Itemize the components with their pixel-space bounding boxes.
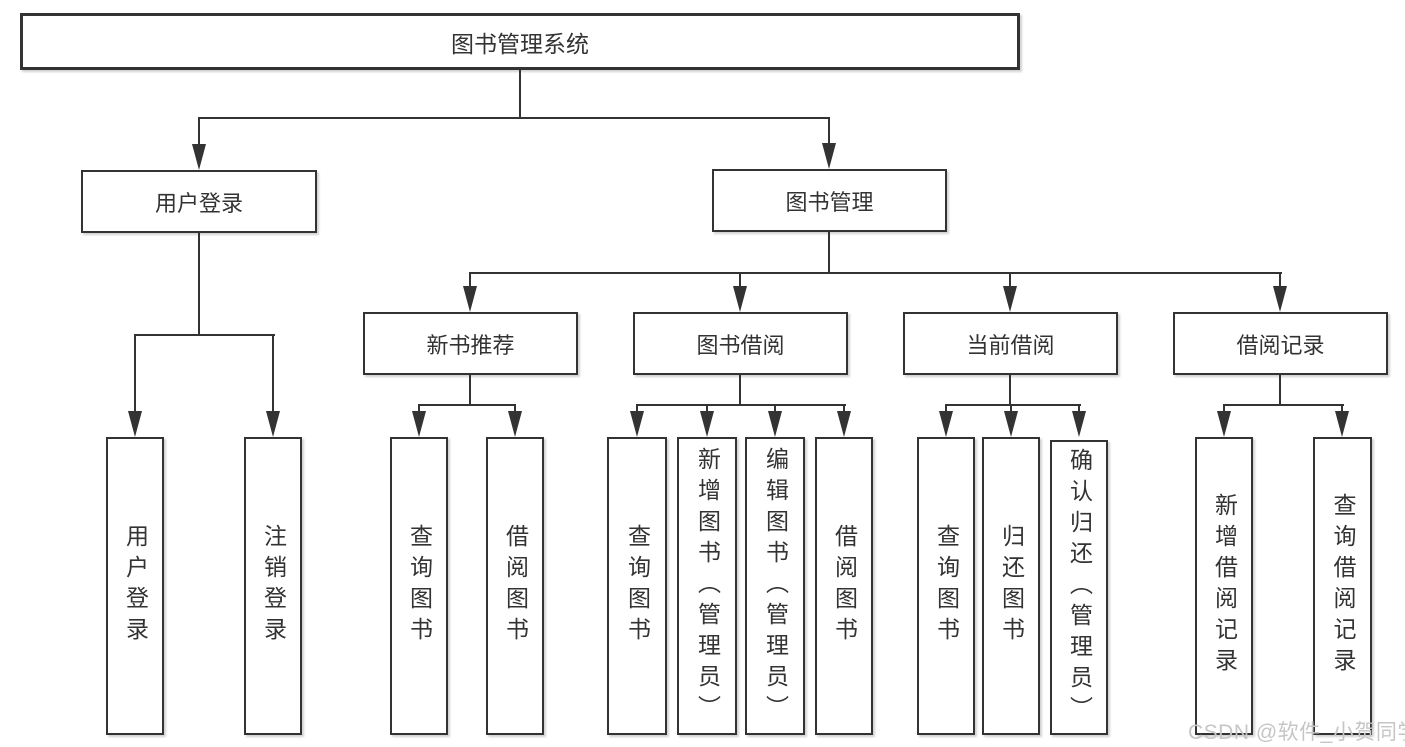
arrow-head <box>192 144 206 170</box>
arrow-head <box>1273 286 1287 312</box>
leaf-edit-books-admin: 编辑图书（管理员） <box>745 437 805 735</box>
arrow-head <box>630 411 644 437</box>
leaf-return-books: 归还图书 <box>982 437 1040 735</box>
connector-h-line <box>1223 404 1344 406</box>
node-book-management: 图书管理 <box>712 169 947 232</box>
leaf-query-books-newbooks: 查询图书 <box>390 437 448 735</box>
connector-v-line <box>134 334 136 412</box>
arrow-head <box>1072 411 1086 437</box>
arrow-head <box>822 143 836 169</box>
connector-h-line <box>945 404 1081 406</box>
connector-v-line <box>843 404 845 413</box>
arrow-head <box>266 411 280 437</box>
connector-v-line <box>1341 404 1343 413</box>
connector-v-line <box>519 70 521 118</box>
connector-v-line <box>1009 272 1011 288</box>
connector-v-line <box>418 404 420 413</box>
connector-v-line <box>1009 375 1011 406</box>
leaf-user-login: 用户登录 <box>106 437 164 735</box>
leaf-borrow-books-newbooks: 借阅图书 <box>486 437 544 735</box>
leaf-query-books-current: 查询图书 <box>917 437 975 735</box>
connector-v-line <box>828 232 830 274</box>
connector-v-line <box>739 272 741 288</box>
leaf-logout-login: 注销登录 <box>244 437 302 735</box>
node-library-management-system: 图书管理系统 <box>20 13 1020 70</box>
connector-v-line <box>1279 272 1281 288</box>
connector-v-line <box>514 404 516 413</box>
connector-h-line <box>418 404 516 406</box>
node-book-borrowing: 图书借阅 <box>633 312 848 375</box>
leaf-confirm-return-admin: 确认归还（管理员） <box>1050 440 1108 735</box>
leaf-query-books-borrowing: 查询图书 <box>607 437 667 735</box>
node-current-borrowing: 当前借阅 <box>903 312 1118 375</box>
node-borrowing-records: 借阅记录 <box>1173 312 1388 375</box>
connector-h-line <box>636 404 846 406</box>
node-new-book-recommend: 新书推荐 <box>363 312 578 375</box>
connector-v-line <box>706 404 708 413</box>
leaf-query-borrow-record: 查询借阅记录 <box>1313 437 1372 735</box>
connector-h-line <box>469 272 1282 274</box>
arrow-head <box>412 411 426 437</box>
arrow-head <box>939 411 953 437</box>
connector-v-line <box>469 272 471 288</box>
connector-v-line <box>636 404 638 413</box>
arrow-head <box>508 411 522 437</box>
node-user-login: 用户登录 <box>81 170 317 233</box>
connector-v-line <box>272 334 274 412</box>
arrow-head <box>700 411 714 437</box>
arrow-head <box>1335 411 1349 437</box>
arrow-head <box>128 411 142 437</box>
arrow-head <box>733 286 747 312</box>
connector-v-line <box>1010 404 1012 413</box>
arrow-head <box>1003 286 1017 312</box>
connector-v-line <box>469 375 471 406</box>
arrow-head <box>1217 411 1231 437</box>
connector-v-line <box>828 117 830 145</box>
connector-v-line <box>1078 404 1080 413</box>
arrow-head <box>837 411 851 437</box>
connector-v-line <box>774 404 776 413</box>
arrow-head <box>1004 411 1018 437</box>
connector-v-line <box>739 375 741 406</box>
connector-v-line <box>1279 375 1281 406</box>
leaf-add-borrow-record: 新增借阅记录 <box>1195 437 1253 735</box>
csdn-watermark: CSDN @软件_小贺同学 <box>1188 721 1405 744</box>
connector-v-line <box>1223 404 1225 413</box>
connector-h-line <box>198 117 830 119</box>
connector-v-line <box>198 117 200 145</box>
connector-h-line <box>134 334 275 336</box>
arrow-head <box>768 411 782 437</box>
arrow-head <box>463 286 477 312</box>
leaf-borrow-books-borrowing: 借阅图书 <box>815 437 873 735</box>
connector-v-line <box>945 404 947 413</box>
leaf-add-books-admin: 新增图书（管理员） <box>677 437 737 735</box>
connector-v-line <box>198 233 200 335</box>
